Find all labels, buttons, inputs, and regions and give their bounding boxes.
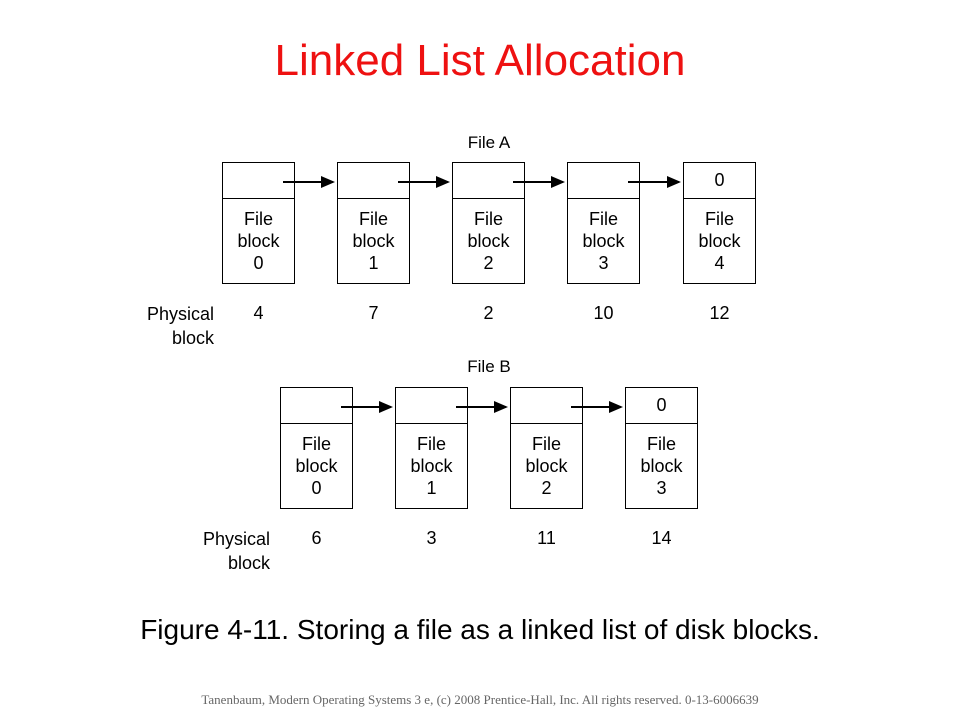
- block-text-2: block: [640, 456, 683, 476]
- pointer-cell: [281, 388, 352, 424]
- block-text-3: 2: [483, 253, 494, 273]
- block-text-3: 4: [714, 253, 725, 273]
- block-text-3: 1: [368, 253, 379, 273]
- block-text-2: block: [582, 231, 625, 251]
- physical-label-line2: block: [227, 553, 270, 573]
- file-a-phys-1: 7: [368, 303, 379, 323]
- arrow-icon: [456, 401, 508, 413]
- file-a-label: File A: [467, 133, 511, 152]
- block-text-1: File: [646, 434, 676, 454]
- block-text-1: File: [531, 434, 561, 454]
- block-text-1: File: [704, 209, 734, 229]
- file-b-label: File B: [467, 357, 511, 376]
- block-text-3: 0: [253, 253, 264, 273]
- figure-caption: Figure 4-11. Storing a file as a linked …: [140, 614, 820, 645]
- arrow-icon: [571, 401, 623, 413]
- file-a-phys-2: 2: [483, 303, 494, 323]
- arrow-icon: [341, 401, 393, 413]
- physical-label-line2: block: [171, 328, 214, 348]
- pointer-cell: [568, 163, 639, 199]
- file-a-block-0: File block 0: [222, 162, 295, 284]
- file-a-block-3: File block 3: [567, 162, 640, 284]
- file-a-block-1: File block 1: [337, 162, 410, 284]
- block-text-3: 3: [598, 253, 609, 273]
- pointer-cell: [511, 388, 582, 424]
- arrow-icon: [513, 176, 565, 188]
- pointer-cell: [453, 163, 524, 199]
- file-b-phys-2: 11: [537, 528, 556, 548]
- pointer-cell-end: 0: [684, 163, 755, 199]
- block-text-1: File: [473, 209, 503, 229]
- file-b-block-1: File block 1: [395, 387, 468, 509]
- pointer-cell: [338, 163, 409, 199]
- file-b-phys-1: 3: [426, 528, 437, 548]
- file-b-phys-0: 6: [311, 528, 322, 548]
- block-text-1: File: [588, 209, 618, 229]
- block-text-1: File: [243, 209, 273, 229]
- file-b-block-0: File block 0: [280, 387, 353, 509]
- block-text-2: block: [467, 231, 510, 251]
- block-text-3: 1: [426, 478, 437, 498]
- block-text-3: 3: [656, 478, 667, 498]
- file-b-phys-3: 14: [651, 528, 672, 548]
- pointer-cell-end: 0: [626, 388, 697, 424]
- arrow-icon: [398, 176, 450, 188]
- block-text-1: File: [358, 209, 388, 229]
- file-b-physical-label: Physical block: [150, 527, 270, 575]
- physical-label-line1: Physical: [202, 529, 270, 549]
- copyright-footer: Tanenbaum, Modern Operating Systems 3 e,…: [201, 692, 759, 707]
- block-text-3: 2: [541, 478, 552, 498]
- file-a-phys-0: 4: [253, 303, 264, 323]
- block-text-2: block: [352, 231, 395, 251]
- pointer-cell: [223, 163, 294, 199]
- block-text-2: block: [698, 231, 741, 251]
- file-a-block-4: 0 File block 4: [683, 162, 756, 284]
- block-text-3: 0: [311, 478, 322, 498]
- arrow-icon: [283, 176, 335, 188]
- slide-title: Linked List Allocation: [274, 36, 686, 85]
- block-text-1: File: [416, 434, 446, 454]
- block-text-2: block: [237, 231, 280, 251]
- file-a-phys-4: 12: [709, 303, 730, 323]
- arrow-icon: [628, 176, 681, 188]
- pointer-cell: [396, 388, 467, 424]
- block-text-2: block: [295, 456, 338, 476]
- file-a-block-2: File block 2: [452, 162, 525, 284]
- block-text-1: File: [301, 434, 331, 454]
- file-a-physical-label: Physical block: [94, 302, 214, 350]
- file-a-phys-3: 10: [593, 303, 614, 323]
- file-b-block-2: File block 2: [510, 387, 583, 509]
- block-text-2: block: [525, 456, 568, 476]
- physical-label-line1: Physical: [146, 304, 214, 324]
- file-b-block-3: 0 File block 3: [625, 387, 698, 509]
- block-text-2: block: [410, 456, 453, 476]
